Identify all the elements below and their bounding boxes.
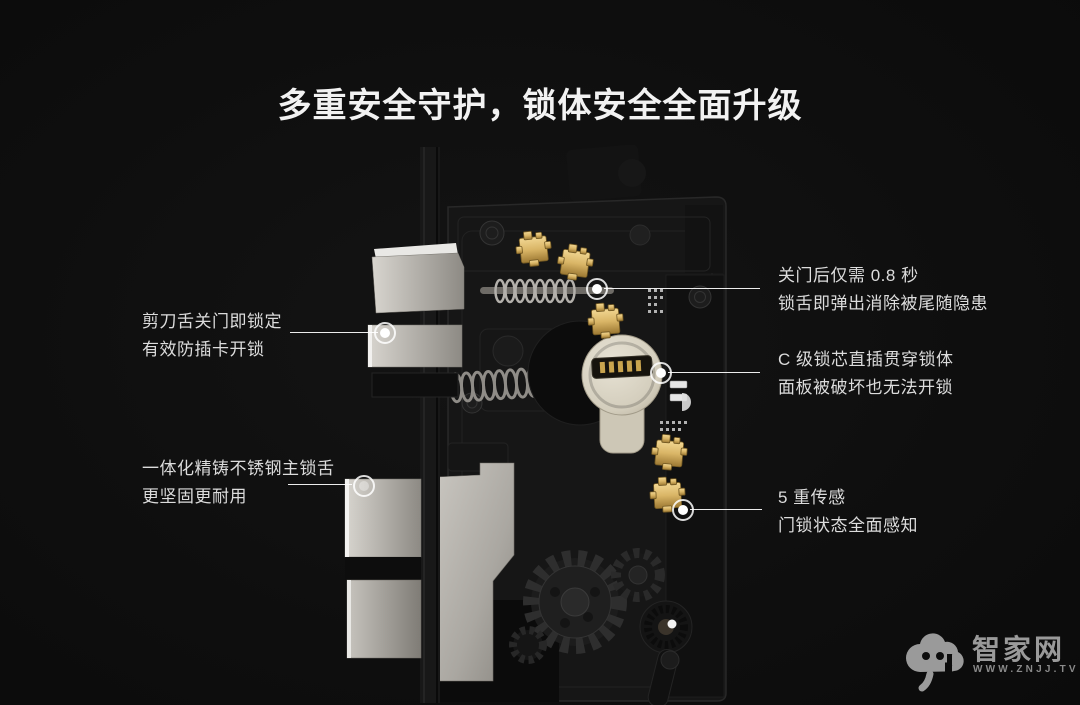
watermark-url: WWW.ZNJJ.TV: [973, 664, 1079, 675]
callout-line-1: 5 重传感: [778, 488, 846, 507]
callout-dot: [374, 322, 396, 344]
callout-line-1: 一体化精铸不锈钢主锁舌: [142, 459, 335, 478]
door-top-parts: [566, 145, 646, 202]
callout-line-2: 面板被破坏也无法开锁: [778, 378, 953, 397]
main-latch-plate: [436, 462, 515, 682]
circuit-board: [648, 289, 691, 431]
callout-dot: [672, 499, 694, 521]
callout-dot: [650, 362, 672, 384]
leader-line: [690, 509, 762, 510]
callout-main-bolt: 一体化精铸不锈钢主锁舌 更坚固更耐用: [142, 455, 335, 511]
lock-cylinder: [527, 320, 663, 454]
watermark: 智家网 WWW.ZNJJ.TV: [902, 622, 1076, 698]
keyway: [591, 355, 653, 379]
callout-line-1: C 级锁芯直插贯穿锁体: [778, 350, 954, 369]
callout-line-1: 剪刀舌关门即锁定: [142, 312, 282, 331]
callout-auto-bolt: 关门后仅需 0.8 秒 锁舌即弹出消除被尾随隐患: [778, 262, 988, 318]
scissor-latch-bolt: [367, 243, 465, 398]
page-title: 多重安全守护，锁体安全全面升级: [277, 87, 803, 125]
leader-line: [290, 332, 378, 333]
cloud-face-icon: [906, 633, 964, 692]
leader-line: [288, 484, 352, 485]
leader-line: [668, 372, 760, 373]
motor-assembly: [639, 600, 693, 705]
callout-line-2: 有效防插卡开锁: [142, 340, 265, 359]
callout-dot: [353, 475, 375, 497]
callout-scissor-bolt: 剪刀舌关门即锁定 有效防插卡开锁: [142, 308, 282, 364]
leader-line: [604, 288, 760, 289]
callout-cylinder: C 级锁芯直插贯穿锁体 面板被破坏也无法开锁: [778, 346, 954, 402]
callout-line-1: 关门后仅需 0.8 秒: [778, 266, 919, 285]
latch-spring: [480, 278, 614, 304]
door-edge: [420, 147, 440, 703]
callout-dot: [586, 278, 608, 300]
callout-line-2: 门锁状态全面感知: [778, 516, 918, 535]
main-latch-bolt: [344, 478, 422, 659]
gear-train: [509, 548, 665, 664]
chip: [669, 380, 688, 389]
lock-illustration: [344, 145, 727, 705]
watermark-brand: 智家网: [972, 634, 1066, 665]
callout-line-2: 锁舌即弹出消除被尾随隐患: [778, 294, 988, 313]
callout-sensors: 5 重传感 门锁状态全面感知: [778, 484, 918, 540]
callout-line-2: 更坚固更耐用: [142, 487, 247, 506]
